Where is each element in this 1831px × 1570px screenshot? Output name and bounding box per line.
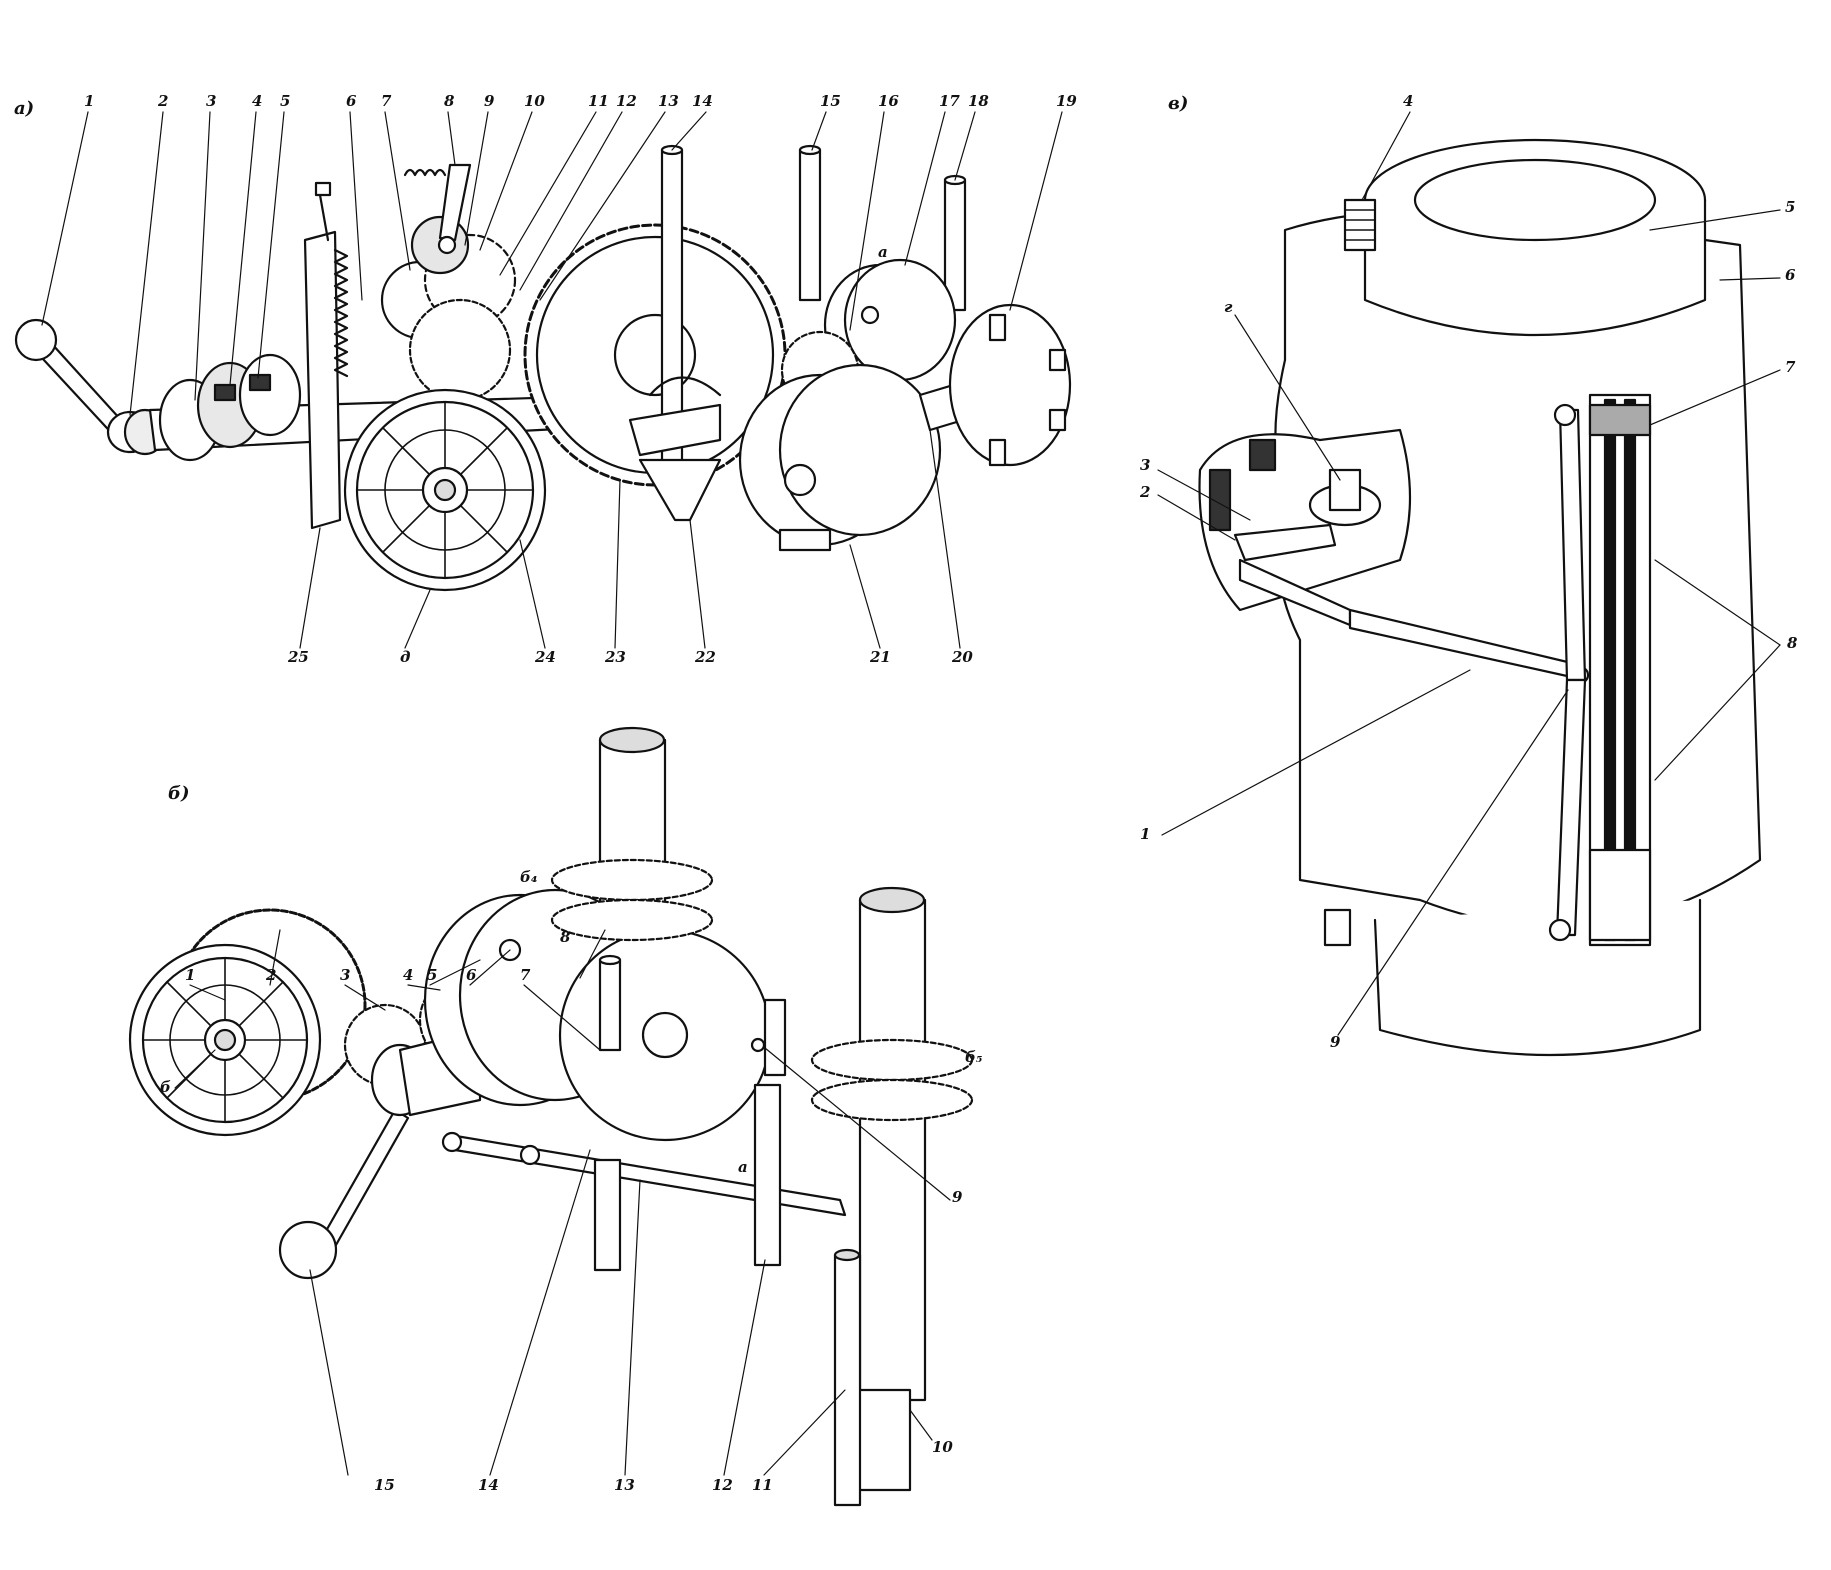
bolt-lower bbox=[1323, 908, 1352, 947]
label-v-9: 9 bbox=[1330, 1033, 1341, 1051]
label-a-15: 15 bbox=[820, 92, 841, 110]
label-b-10: 10 bbox=[932, 1438, 953, 1456]
label-a-letter-d: д bbox=[400, 648, 411, 666]
label-b-b4: б₄ bbox=[520, 868, 538, 886]
label-a-23: 23 bbox=[605, 648, 626, 666]
panel-a-letter: а) bbox=[14, 98, 35, 119]
label-a-25: 25 bbox=[288, 648, 309, 666]
label-a-3: 3 bbox=[206, 92, 217, 110]
contact-bars-8 bbox=[1588, 393, 1652, 947]
label-a-2: 2 bbox=[158, 92, 169, 110]
label-v-3: 3 bbox=[1140, 456, 1151, 474]
label-a-18: 18 bbox=[968, 92, 989, 110]
label-v-letter-g: г bbox=[1224, 298, 1233, 316]
label-a-letter-a: а bbox=[878, 243, 888, 261]
label-b-4: 4 bbox=[403, 966, 414, 984]
rod-11 bbox=[833, 1253, 862, 1507]
link-9-lower bbox=[1555, 678, 1587, 937]
label-a-10: 10 bbox=[524, 92, 545, 110]
label-a-1: 1 bbox=[84, 92, 95, 110]
label-v-7: 7 bbox=[1785, 358, 1796, 376]
panel-v-drawing bbox=[1198, 138, 1762, 1057]
handle-1 bbox=[14, 318, 167, 456]
link-13 bbox=[448, 1133, 847, 1217]
label-a-13: 13 bbox=[658, 92, 679, 110]
bolt-4 bbox=[1343, 198, 1377, 252]
rod-12 bbox=[753, 1083, 782, 1267]
label-b-letter-a: а bbox=[738, 1158, 748, 1176]
leader-lines bbox=[41, 111, 1781, 1476]
label-a-22: 22 bbox=[695, 648, 716, 666]
label-v-2: 2 bbox=[1140, 483, 1151, 501]
label-b-9: 9 bbox=[952, 1188, 963, 1206]
label-a-11: 11 bbox=[588, 92, 609, 110]
label-a-8: 8 bbox=[444, 92, 455, 110]
label-v-1: 1 bbox=[1140, 825, 1151, 843]
rod-top bbox=[763, 998, 787, 1077]
panel-b-letter: б) bbox=[168, 783, 190, 804]
label-b-13: 13 bbox=[614, 1476, 635, 1494]
label-b-8: 8 bbox=[560, 928, 571, 946]
label-b-1: 1 bbox=[185, 966, 196, 984]
label-v-8: 8 bbox=[1787, 634, 1798, 652]
label-v-4: 4 bbox=[1403, 92, 1414, 110]
label-a-14: 14 bbox=[692, 92, 713, 110]
lever-8 bbox=[403, 163, 472, 255]
label-a-21: 21 bbox=[870, 648, 891, 666]
cap-5 bbox=[1363, 138, 1707, 337]
label-v-6: 6 bbox=[1785, 266, 1796, 284]
dial-b bbox=[128, 908, 367, 1137]
rod-left bbox=[593, 1158, 622, 1272]
label-b-5: 5 bbox=[427, 966, 438, 984]
label-b-15: 15 bbox=[374, 1476, 395, 1494]
rack-25 bbox=[303, 181, 349, 530]
panel-b-drawing bbox=[128, 726, 974, 1507]
label-b-3: 3 bbox=[340, 966, 351, 984]
label-a-17: 17 bbox=[939, 92, 960, 110]
panel-a-drawing bbox=[14, 144, 1072, 592]
label-v-5: 5 bbox=[1785, 198, 1796, 216]
label-a-5: 5 bbox=[280, 92, 291, 110]
label-b-letter-b: б bbox=[160, 1078, 171, 1096]
label-b-7: 7 bbox=[520, 966, 531, 984]
star-wheel-19 bbox=[948, 303, 1072, 467]
label-b-11: 11 bbox=[752, 1476, 773, 1494]
panel-v-letter: в) bbox=[1168, 93, 1189, 114]
label-a-16: 16 bbox=[878, 92, 899, 110]
dial-d bbox=[343, 388, 547, 592]
label-b-12: 12 bbox=[712, 1476, 733, 1494]
label-a-4: 4 bbox=[252, 92, 263, 110]
drum-21 bbox=[738, 363, 942, 552]
label-b-6: 6 bbox=[466, 966, 477, 984]
bottom-ring bbox=[1373, 898, 1702, 1057]
label-a-6: 6 bbox=[346, 92, 357, 110]
label-a-24: 24 bbox=[535, 648, 556, 666]
label-b-2: 2 bbox=[266, 966, 277, 984]
star-wheel-14 bbox=[558, 928, 772, 1142]
splined-shaft-b4 bbox=[550, 726, 714, 1052]
label-a-12: 12 bbox=[616, 92, 637, 110]
rod-15 bbox=[798, 148, 822, 302]
label-a-20: 20 bbox=[952, 648, 973, 666]
cam-22 bbox=[628, 376, 722, 522]
label-b-b5: б₅ bbox=[965, 1048, 983, 1066]
clutch-assembly bbox=[158, 353, 302, 462]
label-b-14: 14 bbox=[478, 1476, 499, 1494]
label-a-9: 9 bbox=[484, 92, 495, 110]
label-a-7: 7 bbox=[381, 92, 392, 110]
label-a-19: 19 bbox=[1056, 92, 1077, 110]
